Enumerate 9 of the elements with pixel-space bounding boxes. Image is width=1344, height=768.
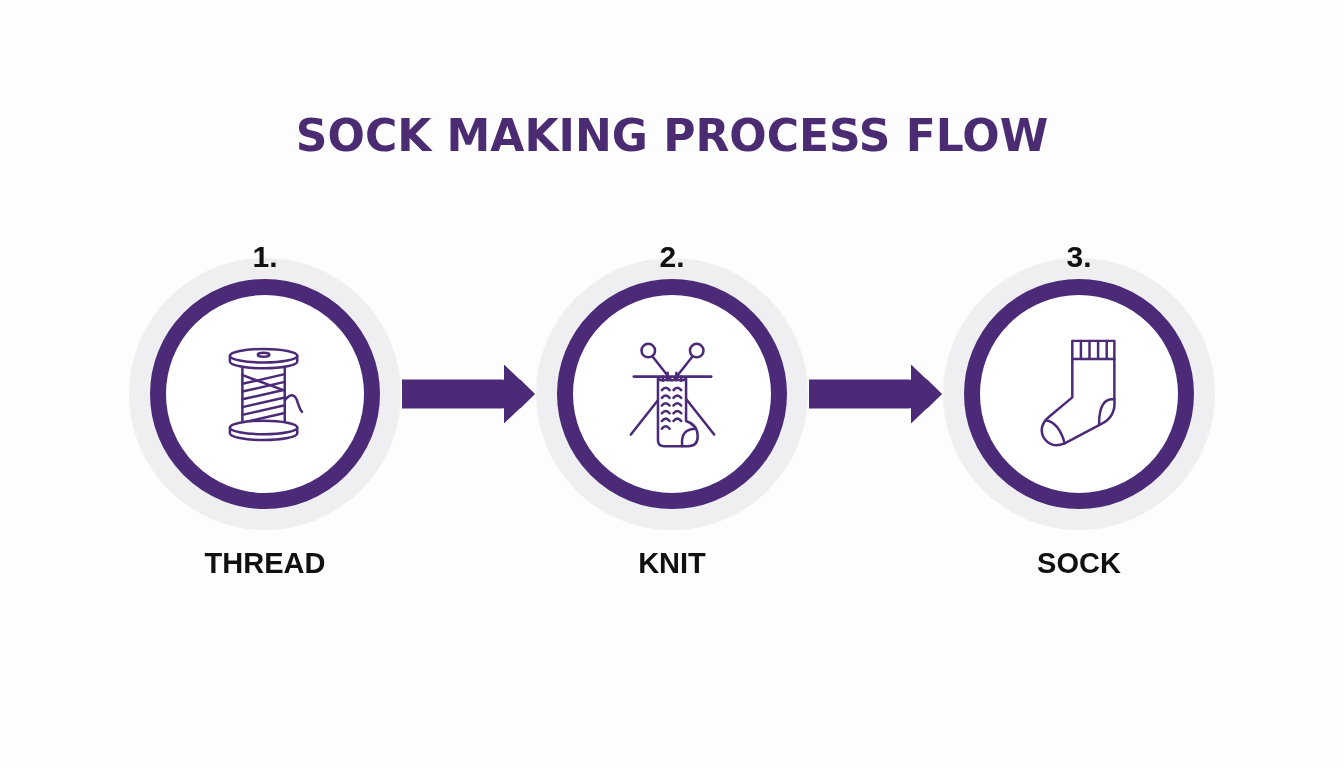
- step-label: THREAD: [204, 549, 326, 578]
- diagram-title: SOCK MAKING PROCESS FLOW: [295, 114, 1049, 158]
- step-number: 3.: [1066, 242, 1092, 272]
- arrow: [402, 364, 535, 424]
- step-label: SOCK: [1037, 549, 1121, 578]
- step-label: KNIT: [638, 549, 706, 578]
- step-number: 2.: [659, 242, 685, 272]
- step-number: 1.: [252, 242, 278, 272]
- arrow: [809, 364, 942, 424]
